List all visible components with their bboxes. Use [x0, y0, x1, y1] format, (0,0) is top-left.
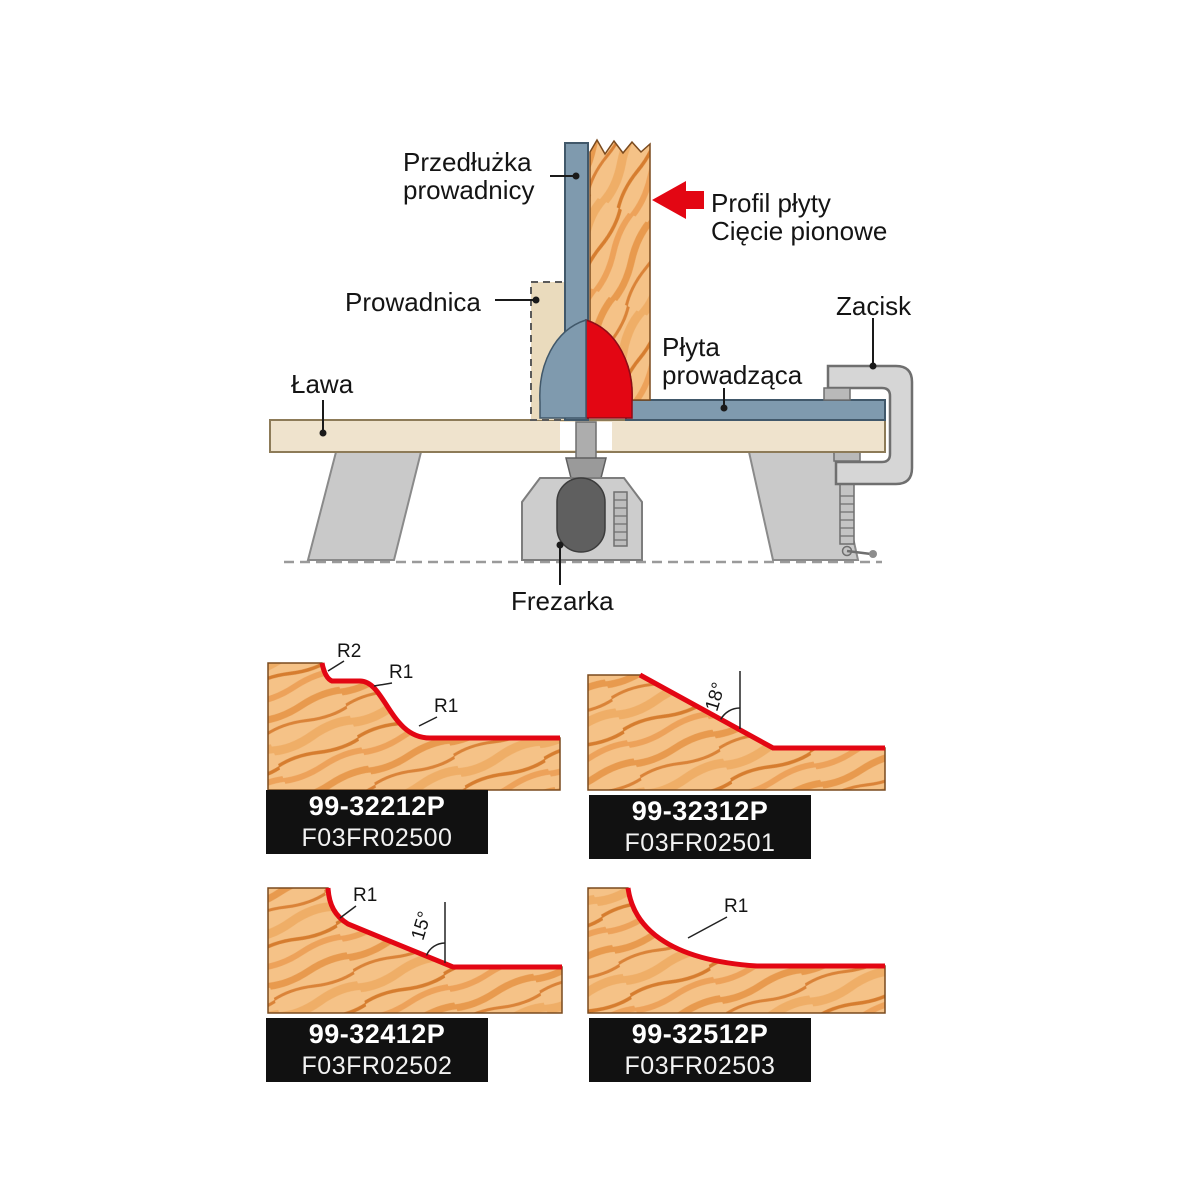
- label-clamp: Zacisk: [836, 291, 912, 321]
- label-fence-extension: Przedłużka prowadnicy: [403, 148, 535, 204]
- label-bench: Ława: [291, 369, 354, 399]
- left-arrow-icon: [652, 181, 704, 219]
- part-number: 99-32212P: [308, 791, 446, 821]
- clamp: [823, 364, 914, 486]
- annotation-r2: R2: [337, 641, 362, 662]
- router-bit-cutter: [585, 318, 633, 419]
- profile-drawing-2: [587, 671, 886, 791]
- label-guide-board-line1: Płyta: [662, 332, 720, 362]
- part-plate-4: 99-32512P F03FR02503: [589, 1018, 811, 1082]
- part-number: 99-32412P: [308, 1019, 446, 1049]
- label-board-profile-line1: Profil płyty: [711, 188, 831, 218]
- annotation-r1: R1: [353, 885, 378, 906]
- part-reference: F03FR02502: [301, 1052, 453, 1080]
- label-fence: Prowadnica: [345, 287, 481, 317]
- part-number: 99-32512P: [631, 1019, 769, 1049]
- profile-drawing-1: [267, 660, 561, 791]
- profile-drawing-3: [267, 887, 563, 1014]
- router-motor: [556, 477, 606, 553]
- part-number: 99-32312P: [631, 796, 769, 826]
- router-bit-body: [539, 318, 587, 419]
- collet-nut: [565, 457, 607, 479]
- label-fence-extension-line2: prowadnicy: [403, 175, 535, 205]
- label-board-profile: Profil płyty Cięcie pionowe: [711, 189, 887, 245]
- router-adjuster-rod: [613, 491, 628, 547]
- label-guide-board: Płyta prowadząca: [662, 333, 802, 389]
- leader-dots: [319, 172, 877, 549]
- part-plate-3: 99-32412P F03FR02502: [266, 1018, 488, 1082]
- part-plate-1: 99-32212P F03FR02500: [266, 790, 488, 854]
- part-reference: F03FR02500: [301, 824, 453, 852]
- annotation-r1-lower: R1: [434, 696, 459, 717]
- annotation-r1: R1: [724, 896, 749, 917]
- bench-leg-left: [306, 451, 423, 561]
- part-reference: F03FR02503: [624, 1052, 776, 1080]
- profile-drawing-4: [587, 887, 886, 1014]
- guide-board: [625, 399, 886, 421]
- label-router: Frezarka: [511, 586, 614, 616]
- part-reference: F03FR02501: [624, 829, 776, 857]
- annotation-r1-upper: R1: [389, 662, 414, 683]
- label-guide-board-line2: prowadząca: [662, 360, 803, 390]
- label-fence-extension-line1: Przedłużka: [403, 147, 532, 177]
- label-board-profile-line2: Cięcie pionowe: [711, 216, 888, 246]
- part-plate-2: 99-32312P F03FR02501: [589, 795, 811, 859]
- leader-lines: [322, 175, 874, 585]
